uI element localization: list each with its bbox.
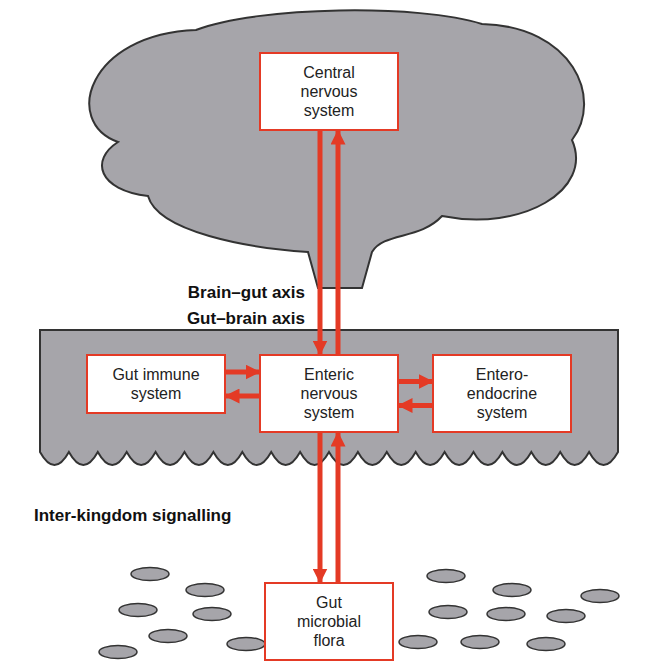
arrow-connector xyxy=(318,433,323,582)
arrow-connector xyxy=(226,370,259,375)
arrow-connector xyxy=(399,379,432,384)
microbe xyxy=(427,570,465,583)
microbe xyxy=(193,608,231,621)
microbe xyxy=(493,584,531,597)
arrow-connector xyxy=(336,131,341,354)
microbe xyxy=(149,630,187,643)
axis-label: Brain–gut axis xyxy=(188,283,305,303)
microbe xyxy=(581,590,619,603)
arrow-connector xyxy=(336,433,341,582)
immune-box: Gut immune system xyxy=(86,354,226,414)
microbe xyxy=(131,568,169,581)
axis-label: Inter-kingdom signalling xyxy=(34,506,231,526)
microbe xyxy=(119,604,157,617)
box-label: Entero-endocrine system xyxy=(452,365,552,422)
enteric-box: Enteric nervous system xyxy=(259,354,399,433)
microbe xyxy=(527,638,565,651)
gut-wall-band xyxy=(40,330,618,465)
arrow-connector xyxy=(399,403,432,408)
flora-box: Gut microbial flora xyxy=(264,582,394,661)
arrow-connector xyxy=(226,394,259,399)
axis-label: Gut–brain axis xyxy=(187,309,305,329)
microbe xyxy=(399,636,437,649)
arrow-connector xyxy=(318,131,323,354)
microbe xyxy=(461,636,499,649)
box-label: Gut immune system xyxy=(106,365,206,403)
box-label: Enteric nervous system xyxy=(279,365,379,422)
endocrine-box: Entero-endocrine system xyxy=(432,354,572,433)
microbe xyxy=(487,608,525,621)
microbe xyxy=(547,610,585,623)
microbe xyxy=(227,638,265,651)
cns-box: Central nervous system xyxy=(259,52,399,131)
box-label: Central nervous system xyxy=(279,63,379,120)
microbe xyxy=(99,646,137,659)
box-label: Gut microbial flora xyxy=(284,593,374,650)
microbe xyxy=(186,584,224,597)
microbe xyxy=(429,606,467,619)
